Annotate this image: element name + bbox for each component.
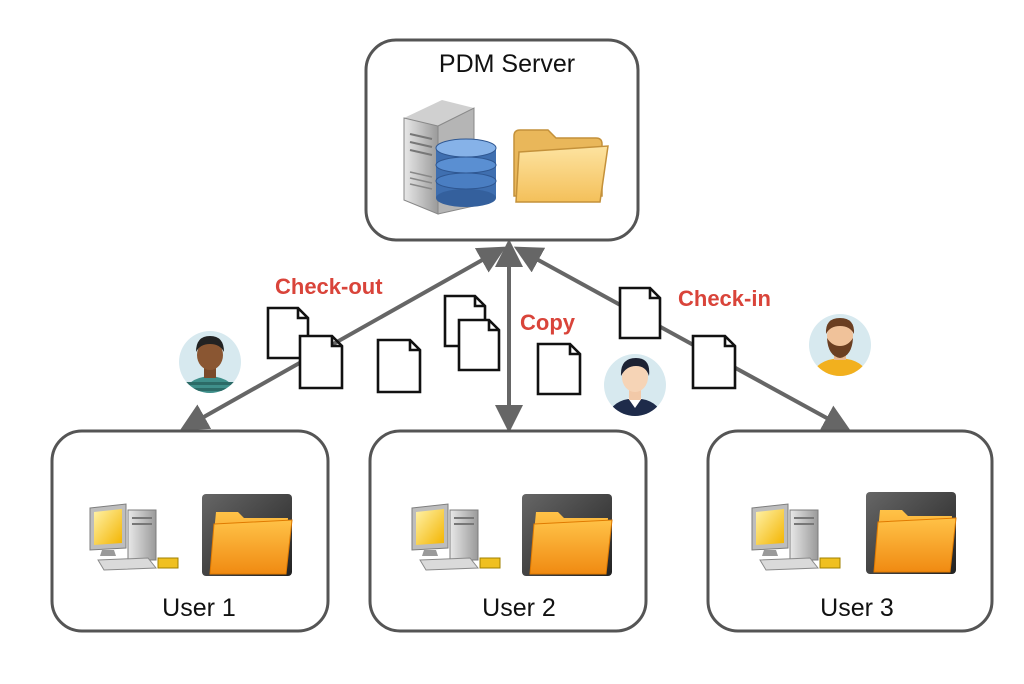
person-avatar-icon: [179, 331, 241, 393]
database-icon: [435, 138, 497, 207]
user-node-3: User 3: [706, 429, 994, 633]
folder-icon: [513, 129, 609, 203]
copy-label: Copy: [520, 310, 576, 335]
arrows: [179, 239, 852, 433]
documents: [266, 286, 737, 396]
user-label: User 2: [482, 594, 556, 622]
user-node-1: User 1: [50, 429, 330, 633]
server-node: PDM Server: [364, 38, 640, 242]
user-label: User 1: [162, 594, 236, 622]
user-label: User 3: [820, 594, 894, 622]
document-icon: [298, 334, 344, 390]
checkin-label: Check-in: [678, 286, 771, 311]
folder-icon: [202, 494, 293, 576]
arrow-checkout: [179, 246, 507, 431]
person-avatar-icon: [604, 354, 666, 416]
person-avatar-icon: [809, 314, 871, 376]
document-icon: [536, 342, 582, 396]
desktop-computer-icon: [411, 503, 501, 571]
checkout-label: Check-out: [275, 274, 383, 299]
desktop-computer-icon: [751, 503, 841, 571]
folder-icon: [522, 494, 613, 576]
folder-icon: [866, 492, 957, 574]
user-node-2: User 2: [368, 429, 648, 633]
desktop-computer-icon: [89, 503, 179, 571]
document-icon: [457, 318, 501, 372]
document-icon: [691, 334, 737, 390]
user-box: [50, 429, 330, 633]
document-icon: [618, 286, 662, 340]
arrow-checkin: [513, 246, 852, 432]
user-box: [706, 429, 994, 633]
server-label: PDM Server: [439, 50, 575, 78]
document-icon: [376, 338, 422, 394]
user-box: [368, 429, 648, 633]
